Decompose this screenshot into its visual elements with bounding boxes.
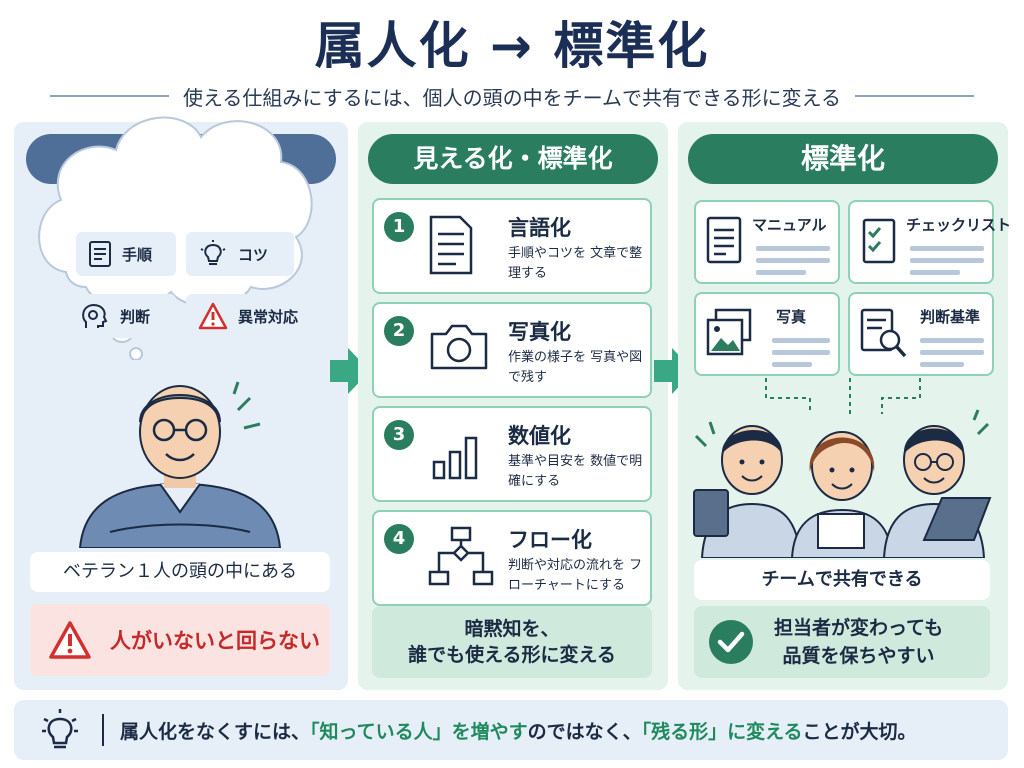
subtitle: 使える仕組みにするには、個人の頭の中をチームで共有できる形に変える: [183, 85, 841, 110]
text-line: [772, 338, 830, 343]
column-header-visualization: 見える化・標準化: [368, 134, 658, 184]
text-line: [910, 258, 984, 263]
chip-label: 異常対応: [238, 307, 299, 326]
step-description: 判断や対応の流れを フローチャートにする: [508, 558, 643, 593]
checklist-icon: [862, 218, 896, 264]
summary-line: 担当者が変わっても: [774, 617, 944, 639]
step-title: 数値化: [508, 424, 571, 448]
camera-icon: [430, 324, 488, 370]
chip-label: コツ: [238, 245, 269, 264]
doc-card-checklist: チェックリスト: [848, 200, 1011, 284]
arrow-right-icon: [654, 348, 694, 394]
text-line: [772, 362, 812, 367]
arrow-right-icon: [330, 348, 370, 394]
text-line: [920, 362, 964, 367]
subtitle-row: 使える仕組みにするには、個人の頭の中をチームで共有できる形に変える: [50, 82, 974, 110]
step-number: 3: [384, 420, 414, 450]
doc-card-photo: 写真: [694, 292, 840, 376]
head-gear-icon: [82, 303, 108, 328]
text-line: [756, 246, 830, 251]
page-title: 属人化 → 標準化: [314, 17, 710, 75]
doc-label: 判断基準: [920, 308, 981, 326]
chip-label: 手順: [122, 245, 153, 264]
step-number: 4: [384, 524, 414, 554]
warning-icon: [198, 302, 228, 330]
doc-label: マニュアル: [752, 216, 827, 234]
warning-box: 人がいないと回らない: [30, 604, 330, 676]
chip-judgment: 判断: [66, 294, 176, 338]
step-description: 手順やコツを 文章で整理する: [508, 246, 643, 281]
tacit-knowledge-summary: 暗黙知を、 誰でも使える形に変える: [372, 606, 652, 678]
lightbulb-icon: [200, 240, 226, 265]
quality-summary: 担当者が変わっても 品質を保ちやすい: [694, 606, 990, 678]
chip-knack: コツ: [186, 232, 294, 276]
veteran-caption: ベテラン１人の頭の中にある: [30, 552, 330, 592]
doc-label: 写真: [776, 308, 807, 326]
conclusion-part: のではなく、: [527, 720, 642, 743]
document-icon: [429, 215, 473, 275]
column-header-standardization: 標準化: [688, 134, 998, 184]
banner-separator: [102, 714, 104, 746]
document-icon: [89, 241, 111, 267]
step-number: 2: [384, 316, 414, 346]
step-description: 基準や目安を 数値で明確にする: [508, 454, 643, 489]
doc-card-criteria: 判断基準: [848, 292, 994, 376]
chip-label: 判断: [120, 307, 151, 326]
chip-procedure: 手順: [76, 232, 176, 276]
subtitle-rule-right: [855, 95, 974, 97]
team-illustration: [693, 409, 992, 558]
conclusion-banner: 属人化をなくすには、「知っている人」を増やすのではなく、「残る形」に変えることが…: [14, 700, 1008, 760]
subtitle-rule-left: [50, 95, 169, 97]
summary-line: 暗黙知を、: [464, 618, 560, 640]
text-line: [910, 270, 960, 275]
flowchart-icon: [428, 526, 494, 586]
warning-icon: [49, 621, 91, 659]
summary-line: 品質を保ちやすい: [782, 645, 935, 667]
text-line: [920, 338, 984, 343]
conclusion-highlight: 「残る形」に変える: [641, 720, 803, 743]
text-line: [772, 350, 830, 355]
conclusion-part: ことが大切。: [802, 720, 917, 743]
photo-icon: [706, 308, 752, 356]
step-number: 1: [384, 212, 414, 242]
step-card-photograph: 2 写真化 作業の様子を 写真や図で残す: [372, 302, 652, 398]
manual-icon: [706, 216, 742, 264]
chip-abnormal-response: 異常対応: [186, 294, 306, 338]
bar-chart-icon: [432, 436, 478, 480]
step-card-verbalize: 1 言語化 手順やコツを 文章で整理する: [372, 198, 652, 294]
step-title: フロー化: [508, 528, 592, 552]
checkmark-circle-icon: [709, 620, 753, 664]
warning-text: 人がいないと回らない: [110, 629, 320, 653]
step-card-quantify: 3 数値化 基準や目安を 数値で明確にする: [372, 406, 652, 502]
veteran-worker-illustration: [78, 381, 282, 548]
text-line: [756, 258, 830, 263]
text-line: [910, 246, 984, 251]
text-line: [756, 270, 806, 275]
dashed-connectors: [765, 378, 921, 414]
team-caption: チームで共有できる: [694, 560, 990, 600]
conclusion-text: 属人化をなくすには、「知っている人」を増やすのではなく、「残る形」に変えることが…: [120, 717, 917, 744]
step-card-flowchart: 4 フロー化 判断や対応の流れを フローチャートにする: [372, 510, 652, 606]
summary-line: 誰でも使える形に変える: [408, 644, 616, 666]
doc-card-manual: マニュアル: [694, 200, 840, 284]
criteria-magnifier-icon: [860, 308, 907, 358]
step-description: 作業の様子を 写真や図で残す: [508, 350, 643, 385]
conclusion-highlight: 「知っている人」を増やす: [310, 720, 528, 743]
step-title: 写真化: [508, 320, 571, 344]
lightbulb-icon: [42, 709, 78, 749]
step-title: 言語化: [508, 216, 571, 240]
text-line: [920, 350, 984, 355]
conclusion-part: 属人化をなくすには、: [120, 720, 311, 743]
doc-label: チェックリスト: [906, 216, 1012, 234]
